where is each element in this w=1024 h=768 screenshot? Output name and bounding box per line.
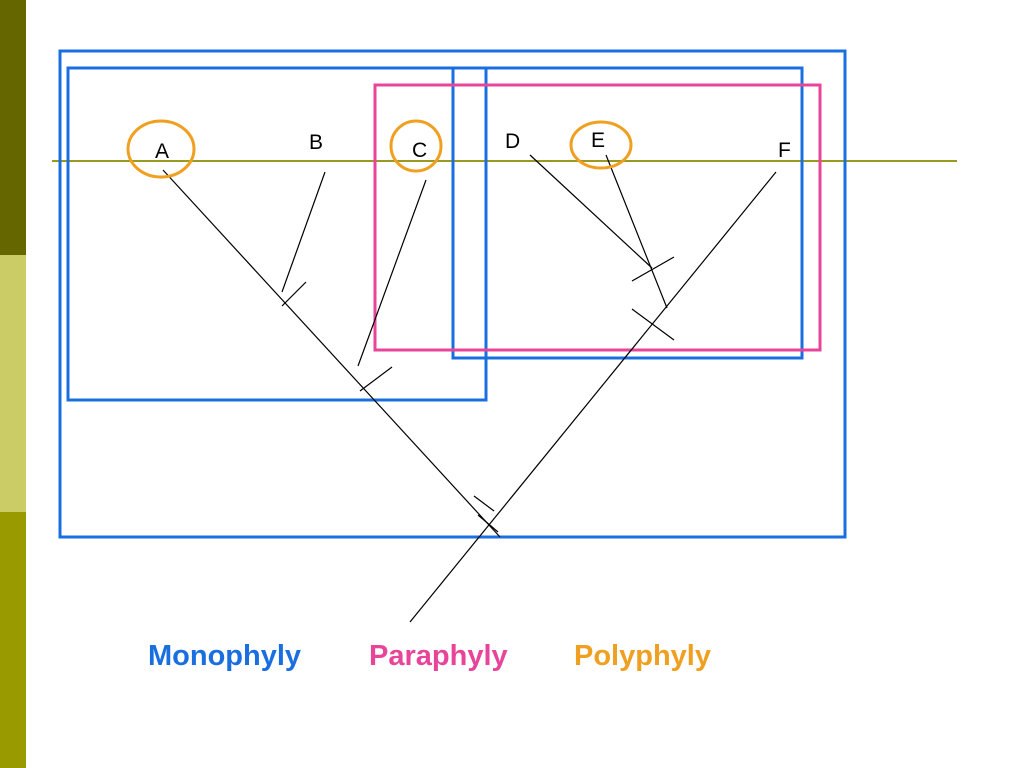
branch-e (605, 154, 668, 309)
monophyly-box-def (451, 66, 804, 360)
sidebar-band-middle (0, 255, 26, 512)
branch-c (357, 179, 427, 367)
branch-b (281, 171, 326, 293)
monophyly-box-outer (58, 49, 847, 539)
tick-mark (281, 281, 307, 307)
slide-sidebar (0, 0, 26, 768)
tick-mark (631, 308, 675, 341)
branch-d (529, 154, 653, 269)
tick-mark (359, 366, 393, 392)
taxon-label-e: E (591, 129, 605, 152)
taxon-label-b: B (309, 131, 323, 154)
legend-polyphyly: Polyphyly (574, 640, 711, 672)
monophyly-box-abc (66, 66, 488, 402)
tick-mark (477, 514, 499, 533)
sidebar-band-top (0, 0, 26, 255)
branch-f-to-base (409, 171, 777, 623)
branch-a-to-root (162, 169, 501, 538)
tick-mark (473, 495, 495, 512)
legend-monophyly: Monophyly (148, 640, 302, 672)
tree-branches (162, 154, 777, 623)
taxon-label-c: C (412, 139, 427, 162)
taxon-label-a: A (155, 140, 169, 163)
circle-c (389, 119, 443, 173)
taxon-label-f: F (778, 139, 791, 162)
character-ticks (281, 256, 675, 533)
legend-paraphyly: Paraphyly (369, 640, 508, 672)
sidebar-band-bottom (0, 512, 26, 768)
paraphyly-box (373, 83, 822, 352)
circle-a (126, 119, 196, 179)
circle-e (569, 120, 633, 170)
tick-mark (631, 256, 675, 282)
taxon-label-d: D (505, 130, 520, 153)
